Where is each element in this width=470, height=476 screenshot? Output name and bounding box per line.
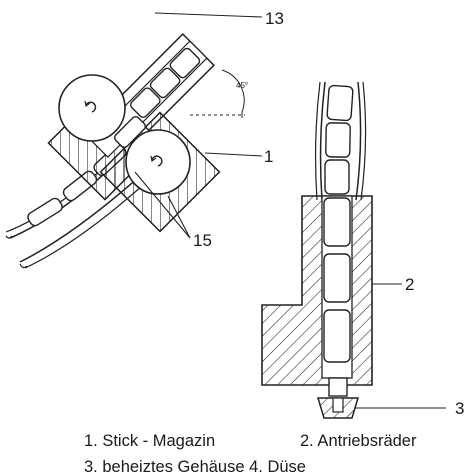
heated-housing-body — [261, 195, 373, 386]
callout-13: 13 — [265, 9, 284, 28]
heated-housing-assembly — [261, 81, 373, 419]
angle-annotation: 45° — [190, 69, 248, 118]
magazine-assembly — [5, 33, 221, 269]
legend-item-2: 2. Antriebsräder — [300, 432, 417, 450]
callout-15: 15 — [193, 231, 212, 250]
stick-between-wheels — [113, 115, 147, 149]
callout-3: 3 — [455, 399, 464, 418]
nozzle — [316, 377, 360, 419]
callout-2: 2 — [405, 275, 414, 294]
legend-item-1: 1. Stick - Magazin — [84, 432, 216, 450]
drive-wheel-upper — [58, 74, 126, 142]
leader-lines — [134, 12, 446, 409]
angle-label: 45° — [236, 81, 248, 90]
stick-segments-vertical — [323, 84, 354, 363]
callout-1: 1 — [264, 147, 273, 166]
drive-wheel-lower — [125, 129, 191, 195]
vertical-feed-channel — [314, 81, 367, 201]
legend-item-3: 3. beheiztes Gehäuse 4. Düse — [84, 458, 306, 476]
